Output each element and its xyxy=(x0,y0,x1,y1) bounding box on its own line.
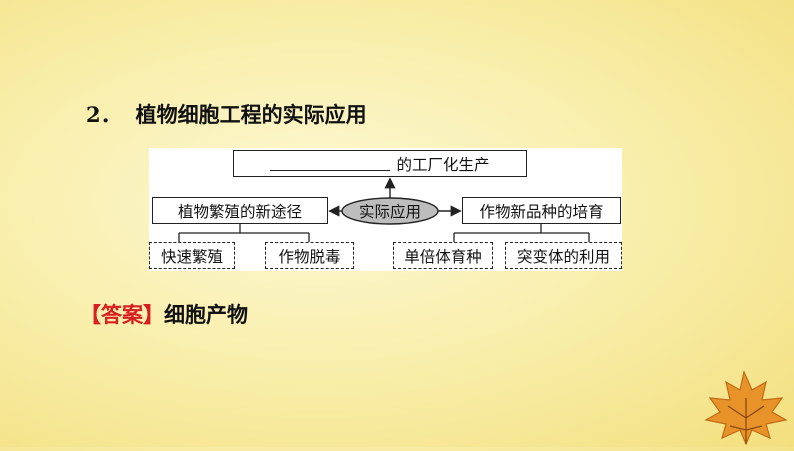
diagram-connectors xyxy=(178,177,590,242)
leaf-mutant-use: 突变体的利用 xyxy=(505,242,622,269)
section-number: 2． xyxy=(86,102,122,127)
section-title: 植物细胞工程的实际应用 xyxy=(135,102,367,127)
answer-line: 【答案】细胞产物 xyxy=(80,299,248,329)
section-heading: 2． 植物细胞工程的实际应用 xyxy=(86,99,367,129)
answer-text: 细胞产物 xyxy=(164,302,248,327)
answer-tag: 【答案】 xyxy=(80,302,164,327)
center-node-label: 实际应用 xyxy=(358,203,421,221)
leaf-haploid-breeding: 单倍体育种 xyxy=(393,242,493,269)
leaf-detoxification: 作物脱毒 xyxy=(265,242,354,269)
left-box-new-propagation: 植物繁殖的新途径 xyxy=(152,197,328,224)
application-diagram: 的工厂化生产 实际应用 植物繁殖的新途径 作物新品种的培育 快速繁殖 作物脱毒 … xyxy=(149,148,622,271)
center-ellipse xyxy=(341,197,439,225)
leaf-rapid-propagation: 快速繁殖 xyxy=(149,242,235,269)
top-box-label: 的工厂化生产 xyxy=(396,155,490,174)
top-box-factory-production: 的工厂化生产 xyxy=(233,150,527,177)
maple-leaf-icon xyxy=(700,368,790,451)
fill-in-blank xyxy=(270,156,391,171)
right-box-new-varieties: 作物新品种的培育 xyxy=(462,197,621,224)
